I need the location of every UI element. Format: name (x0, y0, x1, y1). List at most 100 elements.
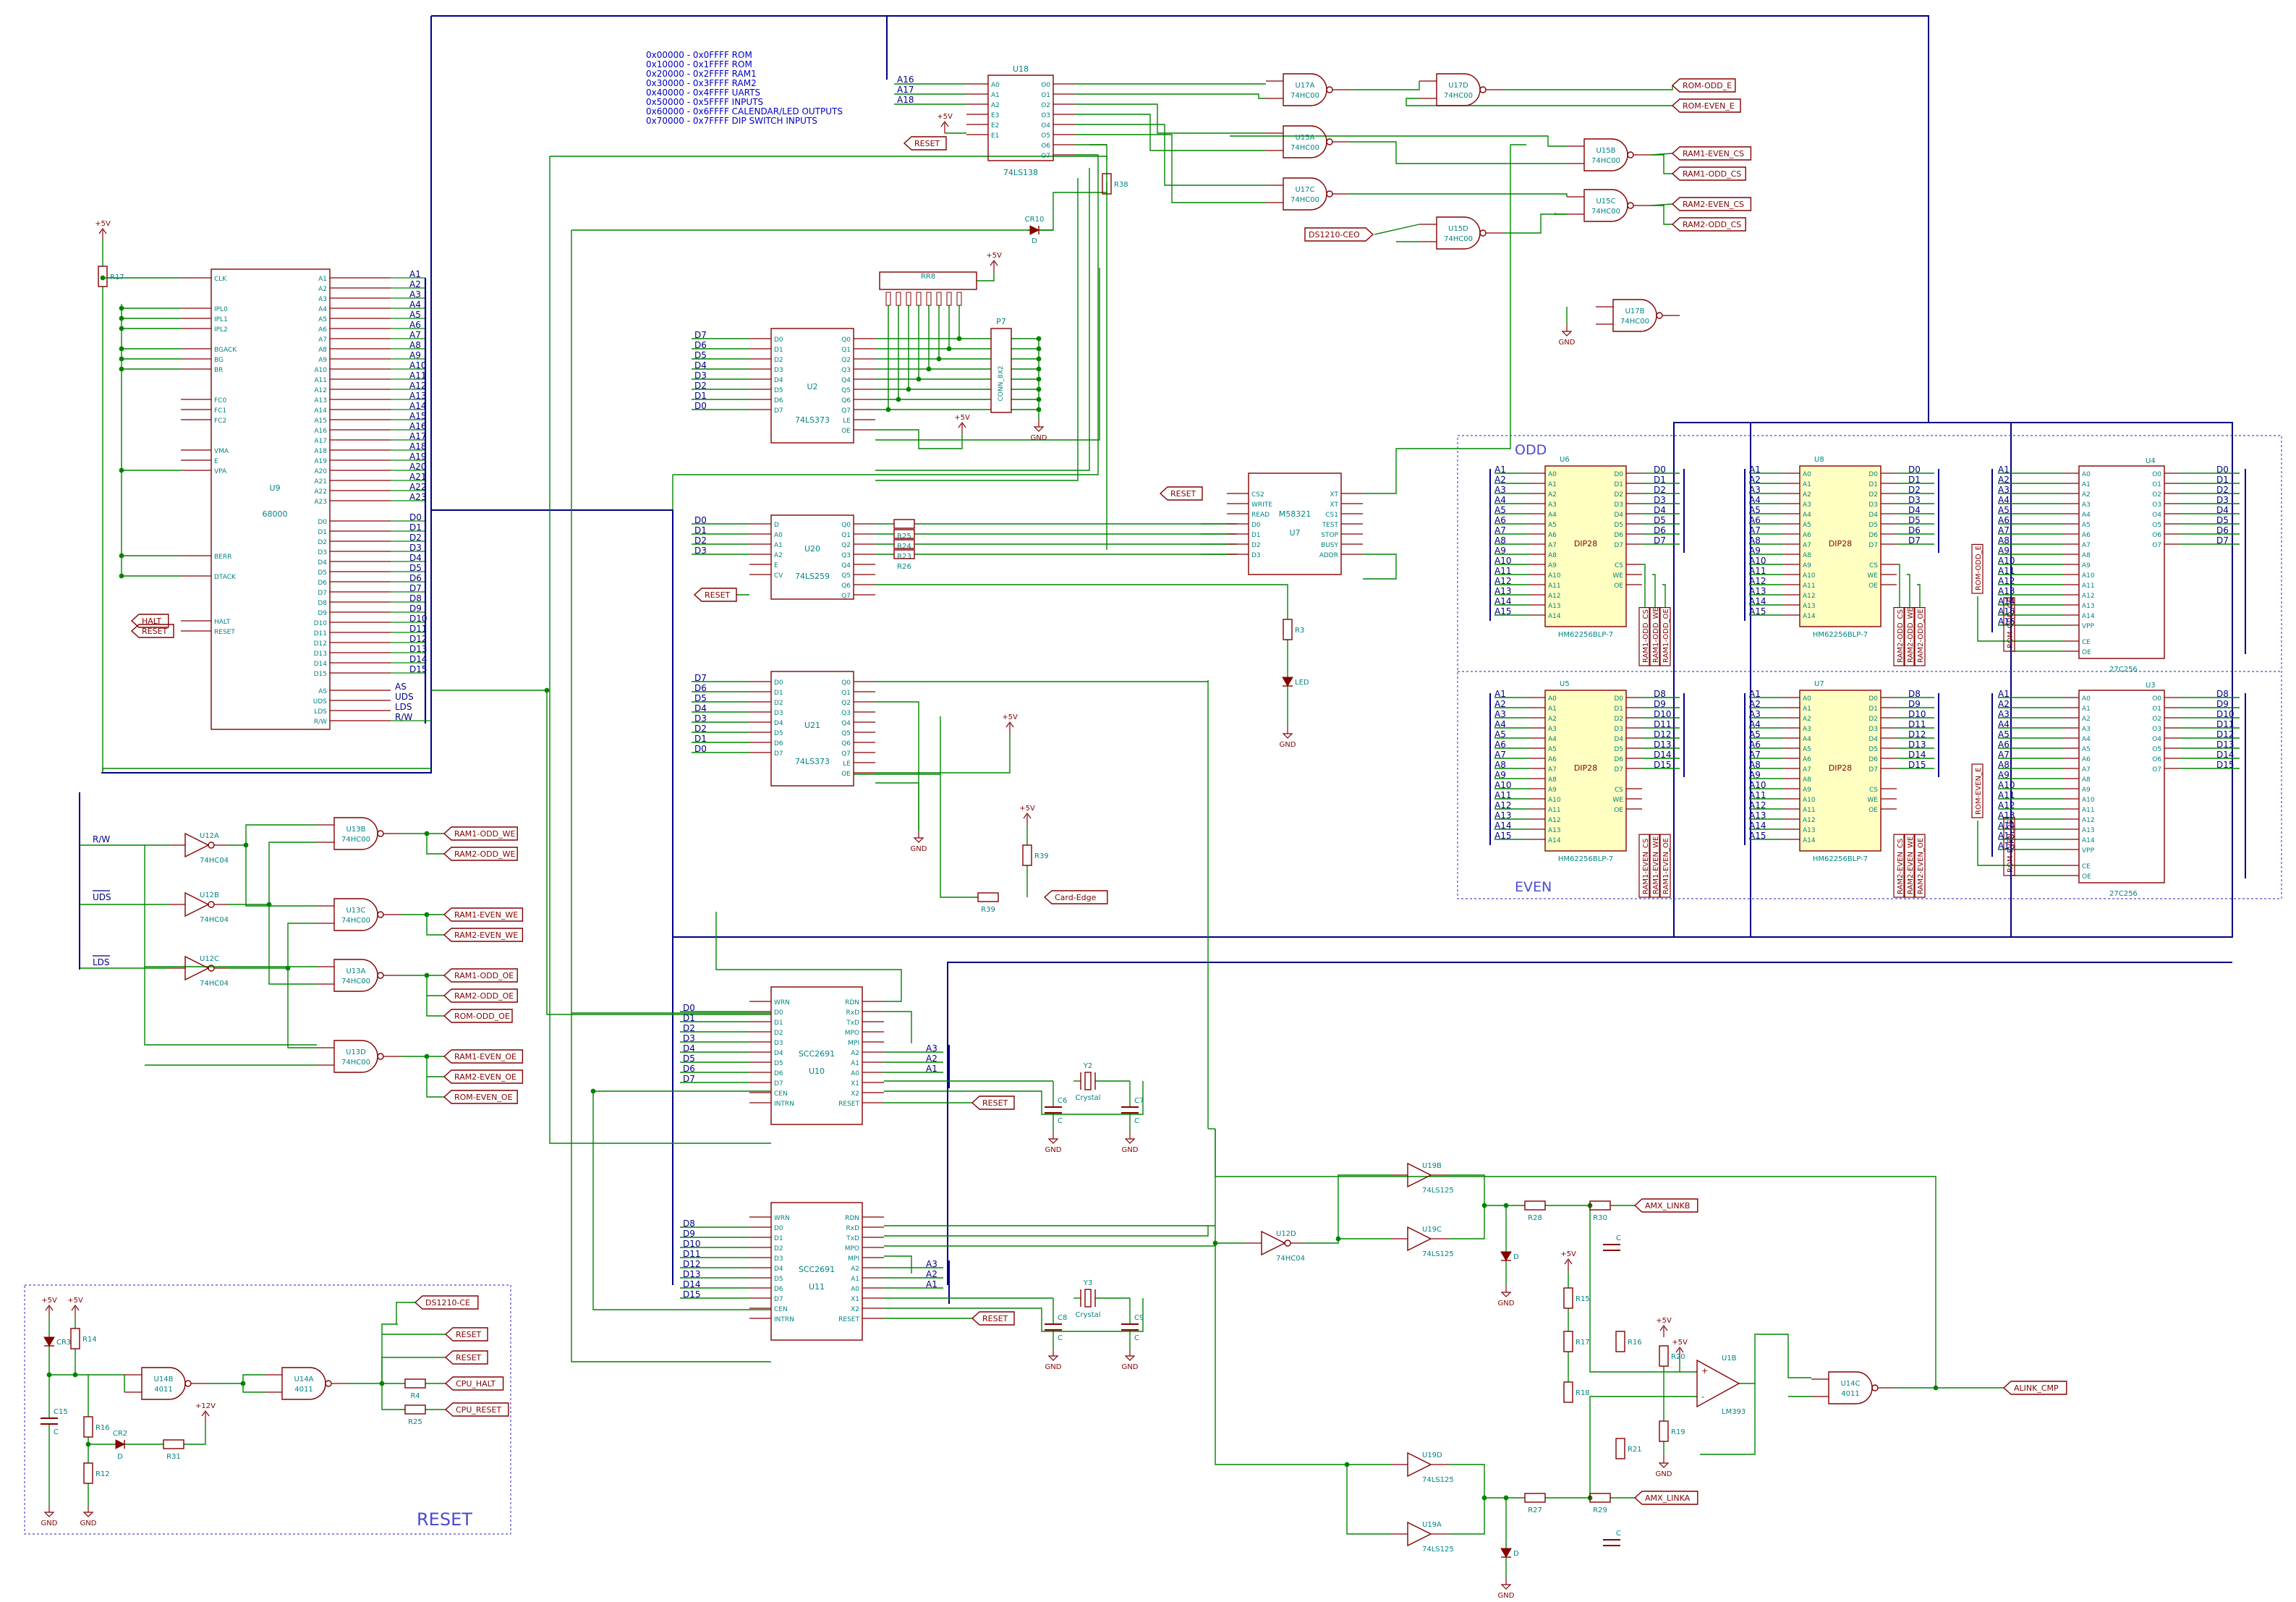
component-ref: R31 (166, 1453, 181, 1461)
wire (1075, 144, 1107, 550)
pin-label: A13 (1803, 827, 1816, 834)
pin-label: D2 (774, 1245, 783, 1253)
ground-triangle (1561, 331, 1573, 336)
pin-label: WRN (774, 1215, 790, 1222)
gate-bubble (1326, 138, 1333, 145)
eprom-data-net: D7 (2216, 535, 2229, 546)
component-value: 27C256 (2109, 890, 2138, 898)
gnd-symbol-linka: GND (1498, 1577, 1515, 1600)
eprom-data-net: D4 (2216, 505, 2229, 515)
cpu-address-net: A8 (409, 340, 421, 350)
memory-address-net: A12 (1494, 576, 1511, 586)
gate-body (281, 1367, 326, 1400)
component-ref: U7 (1289, 528, 1300, 538)
wire (1215, 1129, 1936, 1388)
wire (1350, 81, 1420, 90)
net-label-shape (2002, 1381, 2067, 1395)
reset-section-border (24, 1284, 511, 1535)
component-ref: R29 (1593, 1506, 1607, 1514)
net-label-shape (1649, 834, 1661, 898)
pin-label: A9 (1548, 562, 1557, 569)
net-label-text: RAM2-EVEN_OE (1917, 838, 1925, 894)
pin-label: OE (841, 428, 851, 435)
ground-triangle (82, 1512, 94, 1517)
pin-label: TxD (846, 1020, 859, 1027)
eprom-u3: A0A1A2A3A4A5A6A7A8A9A10A11A12A13A14VPPO0… (2063, 690, 2180, 883)
memory-map-line-4: 0x30000 - 0x3FFFF RAM2 (646, 78, 757, 88)
cpu-data-net: D14 (409, 654, 428, 664)
cpu-data-net: D0 (409, 512, 422, 522)
pin-label: D3 (774, 710, 783, 717)
cpu-address-net: A23 (409, 492, 426, 502)
cpu-data-net: D13 (409, 644, 428, 654)
pin-label: A9 (2082, 787, 2091, 794)
eprom-address-net: A10 (1998, 780, 2015, 790)
memory-data-net: D9 (1908, 699, 1921, 709)
latch-data-net: D4 (694, 360, 707, 370)
net-label-ram1-even-oe: RAM1-EVEN_OE (443, 1049, 524, 1064)
memory-address-net: A6 (1749, 515, 1761, 525)
pin-label: A6 (1548, 756, 1557, 763)
cpu-pin-label: D15 (314, 671, 327, 678)
pin-label: A1 (2082, 705, 2091, 713)
diode-body (1282, 677, 1293, 687)
pin-label: CE (2082, 639, 2091, 646)
capacitor-c6: C6C (1045, 1097, 1067, 1125)
net-label-shape (1913, 606, 1926, 666)
bus-line (101, 16, 432, 774)
pin-label: O0 (2152, 471, 2161, 478)
net-label-ram1-even-cs: RAM1-EVEN_CS (1671, 146, 1752, 161)
high-address-net: A18 (897, 95, 914, 105)
component-value: 74HC04 (200, 916, 229, 924)
cpu-address-net: A4 (409, 300, 421, 310)
resistor-body (98, 266, 108, 287)
component-body-label: DIP28 (1574, 539, 1597, 548)
pin-label: A6 (2082, 756, 2091, 763)
component-ref: R27 (1528, 1506, 1542, 1514)
wire (1642, 564, 1646, 608)
net-label-u5-cs: RAM1-EVEN_CS (1638, 834, 1651, 898)
memory-address-net: A12 (1494, 800, 1511, 810)
pin-label: D0 (774, 1009, 783, 1017)
net-label-shape (971, 1311, 1015, 1326)
wire (571, 230, 771, 1362)
wire (673, 154, 1099, 475)
net-label-reset-u7: RESET (1159, 486, 1203, 501)
cpu-pin-label: A15 (314, 418, 327, 425)
latch-data-net: D5 (694, 693, 707, 703)
net-label-shape (443, 847, 518, 861)
pin-label: D3 (774, 367, 783, 374)
cpu-pin-label: DTACK (214, 574, 237, 581)
memory-data-net: D4 (1654, 505, 1666, 515)
cpu-pin-label: A19 (314, 458, 327, 465)
pin-label: A7 (1548, 542, 1557, 549)
memory-data-net: D13 (1908, 739, 1926, 750)
memory-address-net: A7 (1494, 525, 1506, 535)
wire (875, 168, 1090, 471)
cpu-strobe-net: UDS (395, 692, 414, 702)
pin-label: O3 (2152, 726, 2161, 733)
cpu-data-net: D5 (409, 563, 422, 573)
junction-dot (1503, 1203, 1509, 1208)
cpu-pin-label: A17 (314, 438, 327, 445)
pin-label: A1 (1548, 705, 1557, 713)
component-ref: U17A (1296, 82, 1315, 90)
cpu-pin-label: D11 (314, 630, 327, 637)
pin-label: D7 (1614, 542, 1623, 549)
net-label-ram2-even-oe: RAM2-EVEN_OE (443, 1069, 524, 1084)
addressable-latch-u20-body (770, 514, 854, 600)
eprom-data-net: D14 (2216, 750, 2235, 760)
latch-data-net: D7 (694, 673, 707, 683)
wires (46, 81, 2246, 1577)
pin-label: D7 (1868, 542, 1878, 549)
cpu-pin-label: A11 (314, 377, 327, 384)
gate-body (1436, 216, 1481, 250)
memory-address-net: A2 (1749, 475, 1761, 485)
eprom-address-net: A15 (1998, 606, 2015, 616)
pin-label: A0 (1803, 695, 1811, 703)
net-label-shape (130, 614, 169, 628)
diode-body (43, 1336, 55, 1347)
